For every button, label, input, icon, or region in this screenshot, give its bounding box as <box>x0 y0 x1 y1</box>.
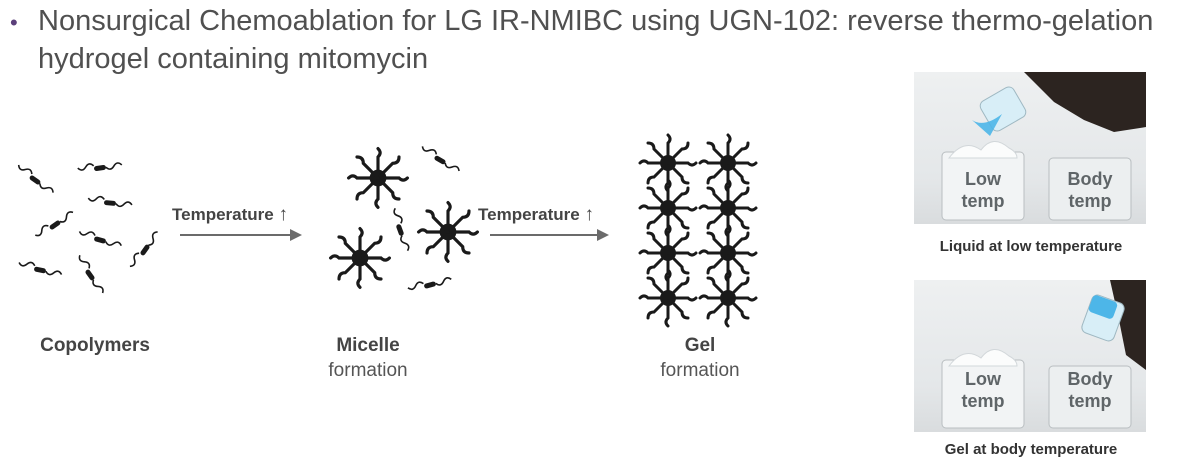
beaker-label-low-temp: Low temp <box>948 168 1018 212</box>
arrow-up-icon: ↑ <box>584 204 594 225</box>
slide-title: Nonsurgical Chemoablation for LG IR-NMIB… <box>38 5 1154 75</box>
micelle-group <box>329 143 479 294</box>
beaker-label-text: Low temp <box>961 169 1005 211</box>
beaker-label-text: Body temp <box>1067 369 1113 411</box>
gel-network <box>638 133 758 328</box>
caption-liquid: Liquid at low temperature <box>939 238 1123 255</box>
arrow-up-icon: ↑ <box>278 204 288 225</box>
arrow-label-1: Temperature ↑ <box>172 204 288 226</box>
beaker-label-low-temp: Low temp <box>948 368 1018 412</box>
stage-label-gel: Gel <box>684 335 716 356</box>
beaker-label-body-temp: Body temp <box>1055 168 1125 212</box>
arrow-label-2: Temperature ↑ <box>478 204 594 226</box>
stage-label-micelle: Micelle <box>336 335 400 356</box>
stage-sub-gel: formation <box>660 360 740 381</box>
arrow-label-1-text: Temperature <box>172 205 274 224</box>
thermogelation-diagram <box>14 133 758 328</box>
beaker-label-body-temp: Body temp <box>1055 368 1125 412</box>
copolymer-group <box>14 158 161 296</box>
stage-label-copolymers: Copolymers <box>40 335 150 356</box>
beaker-label-text: Body temp <box>1067 169 1113 211</box>
title-bullet: • <box>10 10 18 35</box>
photo-gel-body-temp: Low temp Body temp <box>914 280 1146 432</box>
arrow-1 <box>180 229 302 241</box>
beaker-label-text: Low temp <box>961 369 1005 411</box>
photo-liquid-low-temp: Low temp Body temp <box>914 72 1146 224</box>
arrow-2 <box>490 229 609 241</box>
stage-sub-micelle: formation <box>328 360 408 381</box>
arrow-label-2-text: Temperature <box>478 205 580 224</box>
caption-gel: Gel at body temperature <box>944 441 1118 458</box>
